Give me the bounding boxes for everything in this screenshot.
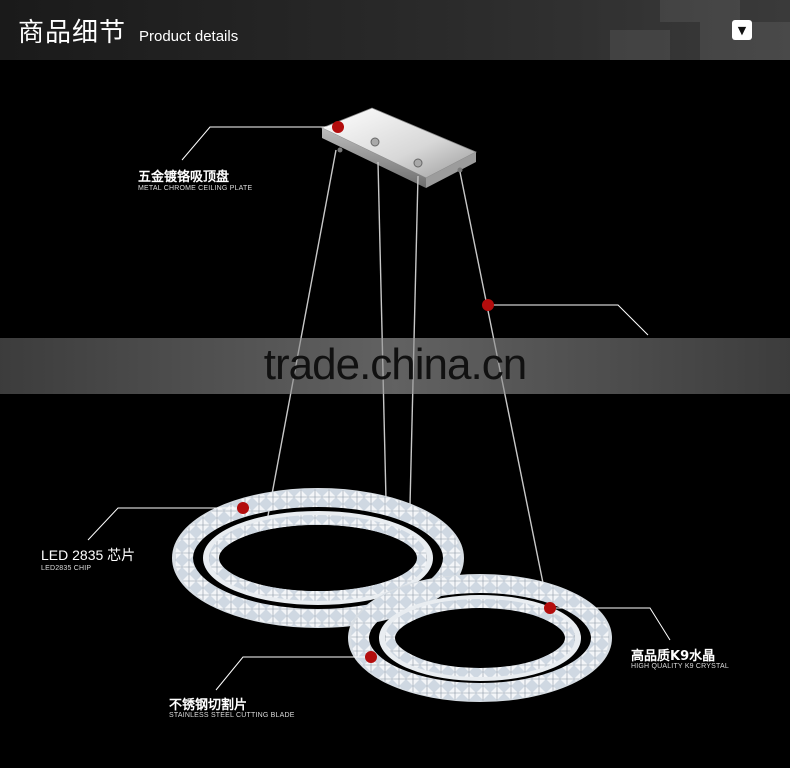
led-chip-label: LED 2835 芯片 bbox=[41, 547, 136, 563]
product-photo bbox=[0, 60, 790, 768]
section-header: 商品细节 Product details ▼ bbox=[0, 0, 790, 60]
crystal-sublabel: HIGH QUALITY K9 CRYSTAL bbox=[631, 663, 729, 670]
led-chip-sublabel: LED2835 CHIP bbox=[41, 565, 92, 572]
chandelier-illustration bbox=[87, 107, 671, 702]
upper-crystal-ring bbox=[172, 488, 464, 628]
header-decoration bbox=[610, 30, 670, 60]
blade-sublabel: STAINLESS STEEL CUTTING BLADE bbox=[169, 712, 295, 719]
callout-lines bbox=[87, 126, 671, 691]
watermark-text: trade.china.cn bbox=[263, 340, 527, 389]
crystal-label: 高品质K9水晶 bbox=[631, 649, 716, 664]
collapse-button[interactable]: ▼ bbox=[732, 20, 752, 40]
ceiling-plate bbox=[321, 107, 477, 188]
section-title-en: Product details bbox=[139, 28, 239, 45]
section-title-cn: 商品细节 bbox=[18, 18, 127, 48]
chevron-down-icon: ▼ bbox=[737, 23, 747, 37]
blade-label: 不锈钢切割片 bbox=[169, 698, 248, 713]
watermark-band bbox=[0, 338, 790, 394]
callout-markers bbox=[237, 121, 556, 663]
header-decoration bbox=[660, 0, 740, 22]
ceiling-plate-label: 五金镀铬吸顶盘 bbox=[138, 170, 230, 185]
ceiling-plate-sublabel: METAL CHROME CEILING PLATE bbox=[138, 185, 253, 192]
lower-crystal-ring bbox=[348, 574, 612, 702]
